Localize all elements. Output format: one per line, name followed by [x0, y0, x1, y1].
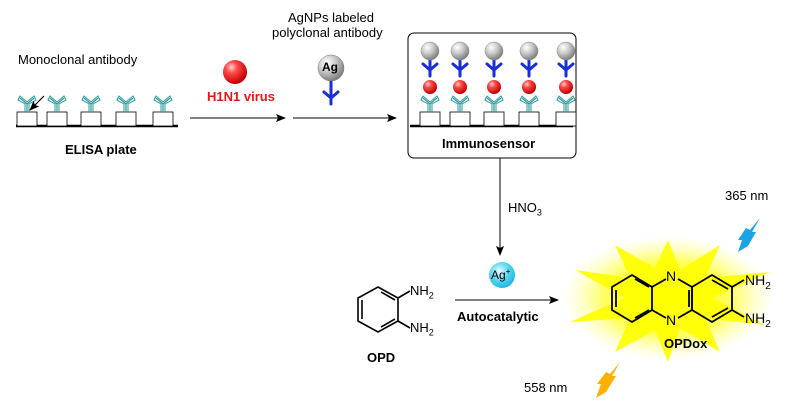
- label-hno3: HNO3: [508, 200, 542, 218]
- label-365nm: 365 nm: [725, 188, 769, 203]
- opdox-nh2-bottom: NH2: [745, 310, 771, 330]
- plate-well: [16, 95, 38, 127]
- opd-nh2-top: NH2: [410, 283, 434, 301]
- plate-well: [46, 95, 68, 127]
- excitation-bolt-icon: [738, 218, 760, 252]
- virus-particle: [223, 60, 247, 84]
- bound-virus: [559, 80, 573, 94]
- ag-ion-text: Ag: [491, 268, 506, 282]
- opdox-nh2-top: NH2: [745, 272, 771, 292]
- nh2-subscript: 2: [765, 318, 771, 330]
- plate-well: [115, 95, 137, 127]
- nh2-subscript: 2: [428, 327, 434, 338]
- monoclonal-antibody-icon: [47, 95, 67, 113]
- sensor-well: [518, 41, 540, 127]
- label-ag-ion: Ag+: [491, 267, 510, 282]
- monoclonal-antibody-icon: [81, 95, 101, 113]
- monoclonal-antibody-icon: [17, 95, 37, 113]
- label-agnps-line2: polyclonal antibody: [272, 25, 383, 40]
- nh2-subscript: 2: [765, 280, 771, 292]
- label-h1n1-virus: H1N1 virus: [207, 89, 275, 104]
- sensor-well: [555, 41, 577, 127]
- monoclonal-antibody-icon: [116, 95, 136, 113]
- label-558nm: 558 nm: [524, 380, 568, 395]
- label-opdox: OPDox: [664, 336, 708, 351]
- silver-nanoparticle: [484, 41, 504, 61]
- nh2-text: NH: [410, 283, 429, 298]
- nh2-text: NH: [745, 310, 766, 326]
- hno3-subscript: 3: [536, 207, 542, 218]
- bound-virus: [522, 80, 536, 94]
- bound-virus: [487, 80, 501, 94]
- nh2-subscript: 2: [428, 290, 434, 301]
- plate-well: [152, 95, 174, 127]
- opdox-n-top: N: [666, 268, 677, 284]
- silver-nanoparticle: [450, 41, 470, 61]
- sensor-well: [419, 41, 441, 127]
- label-opd: OPD: [367, 350, 396, 365]
- agnp-antibody: [317, 54, 345, 106]
- silver-nanoparticle: [420, 41, 440, 61]
- monoclonal-antibody-icon: [153, 95, 173, 113]
- fluorescence-glow: [563, 236, 773, 362]
- emission-bolt-icon: [596, 362, 620, 398]
- plate-well: [80, 95, 102, 127]
- label-autocatalytic: Autocatalytic: [457, 309, 539, 324]
- silver-nanoparticle: [519, 41, 539, 61]
- silver-ion: [489, 262, 515, 288]
- opdox-structure: [611, 273, 745, 324]
- sensor-well: [449, 41, 471, 127]
- hno3-text: HNO: [508, 200, 537, 215]
- label-elisa-plate: ELISA plate: [65, 142, 137, 157]
- pointer-arrow: [29, 95, 45, 111]
- nh2-text: NH: [410, 320, 429, 335]
- silver-nanoparticle: [556, 41, 576, 61]
- opd-nh2-bottom: NH2: [410, 320, 434, 338]
- bound-virus: [423, 80, 437, 94]
- bound-virus: [453, 80, 467, 94]
- label-agnps-line1: AgNPs labeled: [288, 10, 374, 25]
- ag-ion-charge: +: [505, 267, 511, 276]
- label-monoclonal-antibody: Monoclonal antibody: [18, 52, 138, 67]
- opdox-n-bottom: N: [666, 312, 677, 328]
- label-ag-particle: Ag: [322, 60, 338, 74]
- nh2-text: NH: [745, 272, 766, 288]
- opd-structure: [357, 286, 411, 333]
- sensor-well: [483, 41, 505, 127]
- elisa-plate: [16, 95, 178, 128]
- label-immunosensor: Immunosensor: [442, 136, 536, 151]
